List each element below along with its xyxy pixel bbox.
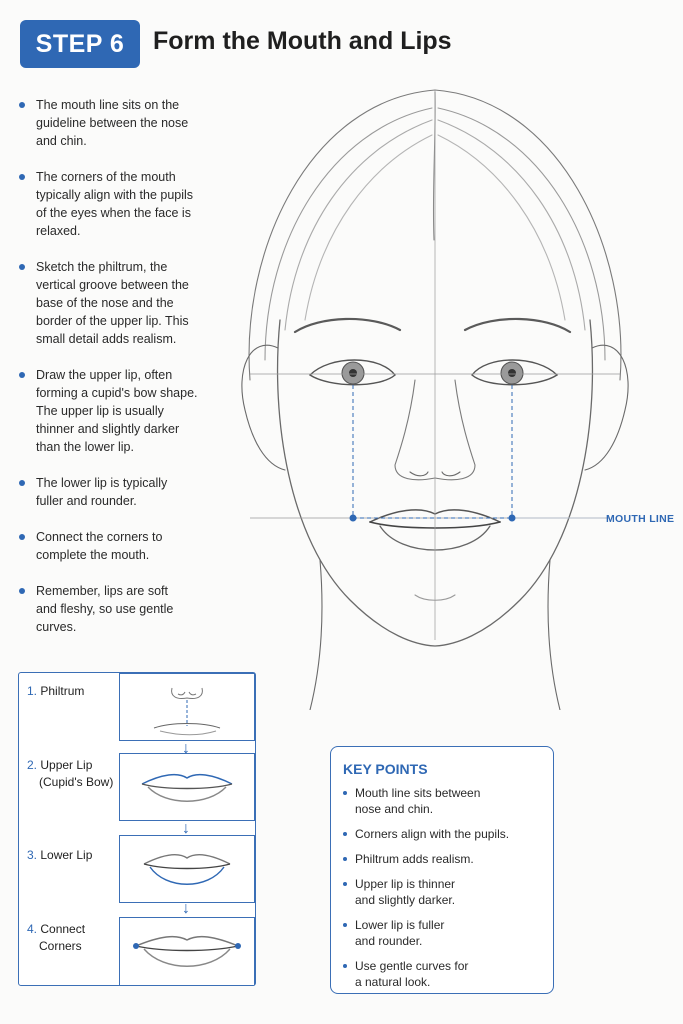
- philtrum-sketch: [153, 687, 221, 736]
- step-2-label: 2. Upper Lip (Cupid's Bow): [27, 757, 113, 791]
- instruction-item: Remember, lips are soft and fleshy, so u…: [14, 582, 186, 636]
- step-4-label: 4. Connect Corners: [27, 921, 85, 955]
- instruction-item: Connect the corners to complete the mout…: [14, 528, 186, 564]
- arrow-down-icon: ↓: [182, 820, 190, 837]
- step-subtitle: (Cupid's Bow): [39, 775, 114, 789]
- step-number: 3.: [27, 848, 38, 862]
- instruction-item: The corners of the mouth typically align…: [14, 168, 201, 240]
- instruction-item: Draw the upper lip, often forming a cupi…: [14, 366, 201, 456]
- steps-panel: 1. Philtrum ↓ 2. Upper Lip (Cupid's Bow): [18, 672, 256, 986]
- instruction-list: The mouth line sits on the guideline bet…: [14, 96, 214, 636]
- key-points-list: Mouth line sits between nose and chin. C…: [341, 785, 546, 990]
- instruction-item: The lower lip is typically fuller and ro…: [14, 474, 176, 510]
- step-1-image: [119, 673, 255, 741]
- key-point-item: Upper lip is thinner and slightly darker…: [341, 876, 465, 908]
- step-title: Connect: [40, 922, 86, 936]
- key-point-item: Mouth line sits between nose and chin.: [341, 785, 500, 817]
- step-number: 1.: [27, 684, 38, 698]
- key-point-item: Corners align with the pupils.: [341, 826, 546, 842]
- step-3-label: 3. Lower Lip: [27, 847, 92, 864]
- step-number: 4.: [27, 922, 38, 936]
- key-point-item: Use gentle curves for a natural look.: [341, 958, 475, 990]
- step-3-image: [119, 835, 255, 903]
- key-points-title: KEY POINTS: [343, 761, 428, 777]
- step-4-image: [119, 917, 255, 985]
- key-point-item: Lower lip is fuller and rounder.: [341, 917, 465, 949]
- step-2-image: [119, 753, 255, 821]
- step-1-label: 1. Philtrum: [27, 683, 84, 700]
- step-number: 2.: [27, 758, 38, 772]
- mouth-line-label: MOUTH LINE: [606, 513, 675, 525]
- face-illustration: [241, 89, 629, 710]
- step-subtitle: Corners: [39, 939, 82, 953]
- arrow-down-icon: ↓: [182, 900, 190, 917]
- step-title: Philtrum: [40, 684, 85, 698]
- instruction-item: Sketch the philtrum, the vertical groove…: [14, 258, 201, 348]
- arrow-down-icon: ↓: [182, 740, 190, 757]
- instruction-item: The mouth line sits on the guideline bet…: [14, 96, 201, 150]
- step-title: Lower Lip: [40, 848, 93, 862]
- page-title: Form the Mouth and Lips: [153, 27, 452, 55]
- step-badge: STEP 6: [20, 20, 140, 68]
- key-point-item: Philtrum adds realism.: [341, 851, 546, 867]
- lower-lip-sketch: [143, 853, 231, 885]
- step-title: Upper Lip: [40, 758, 93, 772]
- upper-lip-sketch: [141, 773, 233, 802]
- key-points-panel: KEY POINTS Mouth line sits between nose …: [330, 746, 554, 994]
- connect-corners-sketch: [133, 935, 241, 967]
